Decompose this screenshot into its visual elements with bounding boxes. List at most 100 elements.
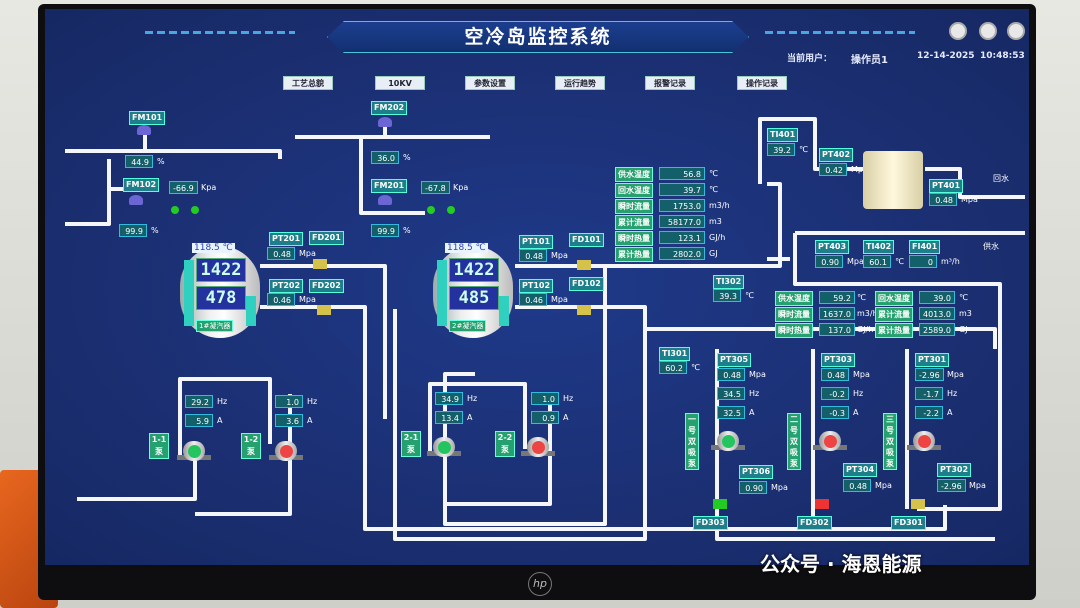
heat-exchanger[interactable] — [863, 151, 923, 209]
left-table-value: 1753.0 — [659, 199, 705, 212]
fm201-valve-icon[interactable] — [378, 195, 392, 205]
tank2-temperature: 118.5 ℃ — [445, 243, 488, 253]
fd201-valve-icon[interactable] — [313, 259, 327, 269]
pump21[interactable] — [425, 435, 461, 459]
user-name: 操作员1 — [851, 55, 888, 66]
pt301-v1: -2.96 — [915, 368, 944, 381]
pt305-v3: 32.5 — [717, 406, 745, 419]
nav-10kv[interactable]: 10KV — [375, 76, 425, 90]
pt301-u3: A — [947, 408, 953, 417]
left-table-unit: GJ/h — [709, 233, 726, 242]
pt102-unit: Mpa — [551, 295, 568, 304]
pump11[interactable] — [175, 439, 211, 463]
pump11-label: 1-1泵 — [149, 433, 169, 459]
double-pump2[interactable] — [811, 429, 847, 453]
ti302-unit: ℃ — [745, 291, 754, 300]
fd102-valve-icon[interactable] — [577, 305, 591, 315]
right-table-unit: GJ/h — [857, 325, 874, 334]
double-pump1[interactable] — [709, 429, 745, 453]
tank1-level-right — [246, 296, 256, 326]
tank2-level-left — [437, 260, 447, 326]
fm202-valve-icon[interactable] — [378, 117, 392, 127]
pt201-value: 0.48 — [267, 247, 295, 260]
ti302-tag: TI302 — [713, 275, 745, 289]
double-pump3-label: 三号双吸泵 — [883, 413, 897, 470]
pt101-tag: PT101 — [519, 235, 554, 249]
fi401-unit: m³/h — [941, 257, 960, 266]
right-table-value: 1637.0 — [819, 307, 855, 320]
pump11-hz-unit: Hz — [217, 397, 228, 406]
fd101-valve-icon[interactable] — [577, 260, 591, 270]
nav-parameter-settings[interactable]: 参数设置 — [465, 76, 515, 90]
pt304-unit: Mpa — [875, 481, 892, 490]
condenser-2-tank[interactable]: 118.5 ℃ 1422 485 2#凝汽器 — [433, 243, 513, 338]
pump21-label: 2-1泵 — [401, 431, 421, 457]
nav-trend[interactable]: 运行趋势 — [555, 76, 605, 90]
date-display: 12-14-2025 — [917, 51, 975, 61]
fm102-pressure: -66.9 — [169, 181, 198, 194]
left-table-value: 56.8 — [659, 167, 705, 180]
fd302-valve-icon[interactable] — [815, 499, 829, 509]
double-pump3[interactable] — [905, 429, 941, 453]
fm102-value: 99.9 — [119, 224, 147, 237]
pt305-u1: Mpa — [749, 370, 766, 379]
left-table-label: 累计热量 — [615, 247, 653, 262]
pump22-a: 0.9 — [531, 411, 559, 424]
fd201-tag: FD201 — [309, 231, 344, 245]
power-icon[interactable] — [1007, 22, 1025, 40]
fm201-pressure-unit: Kpa — [453, 183, 469, 192]
pump12[interactable] — [267, 439, 303, 463]
pump22[interactable] — [519, 435, 555, 459]
pt201-tag: PT201 — [269, 232, 304, 246]
tank1-bottom-display: 478 — [196, 286, 246, 310]
pump22-hz: 1.0 — [531, 392, 559, 405]
nav-process-overview[interactable]: 工艺总貌 — [283, 76, 333, 90]
pt303-u1: Mpa — [853, 370, 870, 379]
minimize-icon[interactable] — [979, 22, 997, 40]
ti402-value: 60.1 — [863, 255, 891, 268]
pt102-value: 0.46 — [519, 293, 547, 306]
left-table-label: 回水温度 — [615, 183, 653, 198]
pt301-v2: -1.7 — [915, 387, 943, 400]
pt301-tag: PT301 — [915, 353, 950, 367]
pump11-a: 5.9 — [185, 414, 213, 427]
user-icon[interactable] — [949, 22, 967, 40]
pt305-v2: 34.5 — [717, 387, 745, 400]
double-pump2-label: 二号双吸泵 — [787, 413, 801, 470]
fm102-valve-icon[interactable] — [129, 195, 143, 205]
right-table-value: 2589.0 — [919, 323, 955, 336]
fm201-pressure: -67.8 — [421, 181, 450, 194]
pt101-unit: Mpa — [551, 251, 568, 260]
fd202-valve-icon[interactable] — [317, 305, 331, 315]
fd303-valve-icon[interactable] — [713, 499, 727, 509]
pt305-u3: A — [749, 408, 755, 417]
pt402-tag: PT402 — [819, 148, 854, 162]
left-table-unit: ℃ — [709, 169, 718, 178]
right-table-value: 4013.0 — [919, 307, 955, 320]
right-table-unit: ℃ — [857, 293, 866, 302]
fd301-valve-icon[interactable] — [911, 499, 925, 509]
pt306-unit: Mpa — [771, 483, 788, 492]
ti301-tag: TI301 — [659, 347, 691, 361]
right-table-unit: m3 — [959, 309, 972, 318]
pump21-a-unit: A — [467, 413, 473, 422]
fd302-tag: FD302 — [797, 516, 832, 530]
nav-operation-log[interactable]: 操作记录 — [737, 76, 787, 90]
condenser-1-tank[interactable]: 118.5 ℃ 1422 478 1#凝汽器 — [180, 243, 260, 338]
pump12-label: 1-2泵 — [241, 433, 261, 459]
pt305-u2: Hz — [749, 389, 760, 398]
fm101-valve-icon[interactable] — [137, 125, 151, 135]
nav-alarm-log[interactable]: 报警记录 — [645, 76, 695, 90]
ti401-tag: TI401 — [767, 128, 799, 142]
ti402-tag: TI402 — [863, 240, 895, 254]
left-table-unit: m3 — [709, 217, 722, 226]
pt302-value: -2.96 — [937, 479, 966, 492]
tank2-top-display: 1422 — [449, 258, 499, 282]
fd102-tag: FD102 — [569, 277, 604, 291]
right-table-unit: GJ — [959, 325, 968, 334]
pt303-u2: Hz — [853, 389, 864, 398]
fm201-tag: FM201 — [371, 179, 408, 193]
left-table-label: 累计流量 — [615, 215, 653, 230]
pt301-u2: Hz — [947, 389, 958, 398]
tank2-level-right — [499, 296, 509, 326]
